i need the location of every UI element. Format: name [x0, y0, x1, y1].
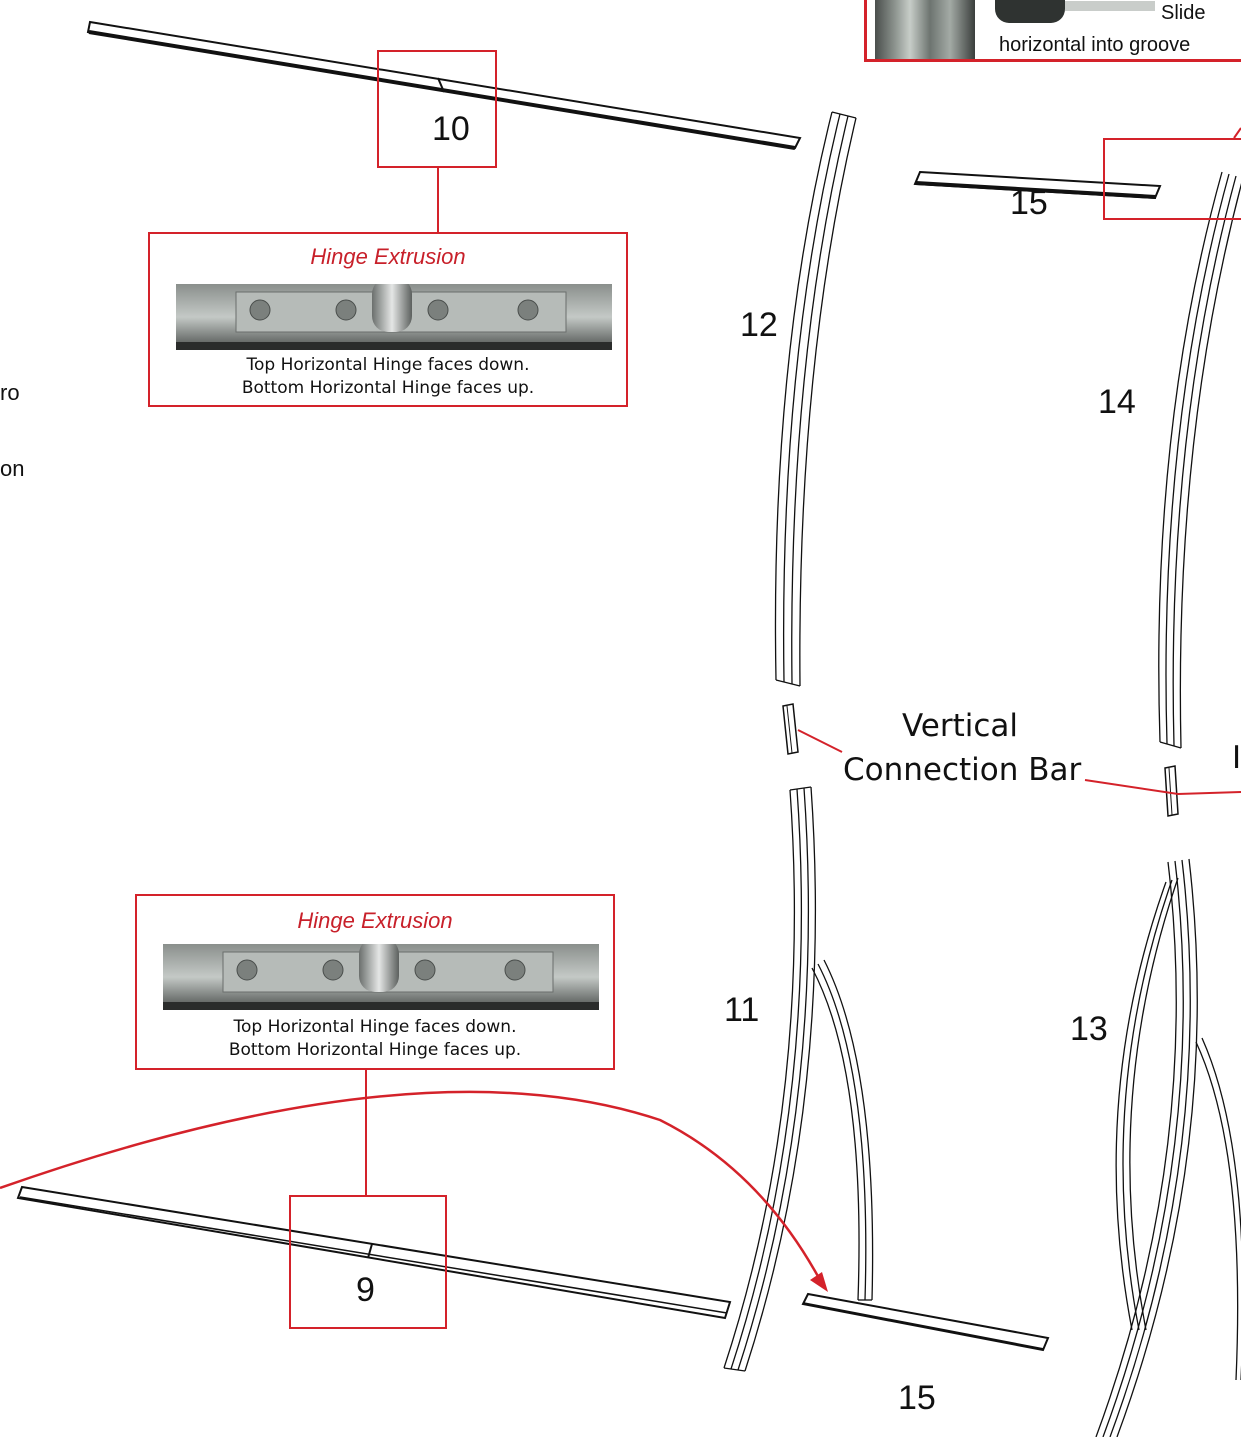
connection-bar-label-line1: Vertical	[902, 708, 1019, 744]
slide-callout-line1: Slide	[1161, 2, 1206, 24]
hinge-callout-square-bottom	[289, 1195, 447, 1329]
short-bar-bottom	[801, 1292, 1050, 1352]
hinge-title-top: Hinge Extrusion	[310, 244, 466, 269]
short-bar-top	[913, 170, 1162, 200]
hinge-photo-top	[176, 284, 612, 350]
part-number-13: 13	[1070, 1010, 1108, 1048]
hinge-photo-bottom	[163, 944, 599, 1010]
curved-bar-12	[774, 111, 857, 687]
left-edge-fragment-2: on	[0, 456, 25, 481]
red-arrow-top-right	[1233, 127, 1241, 139]
connection-bar-right	[1164, 765, 1179, 817]
hinge-caption-top-line2: Bottom Horizontal Hinge faces up.	[241, 378, 535, 398]
part-number-14: 14	[1098, 383, 1136, 421]
curved-bar-14	[1158, 171, 1241, 749]
hinge-leader-lines	[365, 168, 439, 1195]
connection-bar-label-line2: Connection Bar	[843, 752, 1082, 788]
part-number-9: 9	[356, 1271, 375, 1309]
hinge-title-bottom: Hinge Extrusion	[297, 908, 453, 933]
horizontal-bar-top	[86, 20, 802, 150]
slide-callout-box: Slide horizontal into groove	[864, 0, 1241, 62]
hinge-extrusion-panel-top: Hinge Extrusion Top Horizontal Hinge fac…	[148, 232, 628, 407]
groove-callout-square	[1103, 138, 1241, 220]
part-number-10: 10	[432, 110, 470, 148]
connection-leader-lines	[797, 729, 1241, 796]
part-number-11: 11	[724, 991, 760, 1029]
red-arc-arrow	[0, 1090, 828, 1292]
hinge-caption-top-line1: Top Horizontal Hinge faces down.	[246, 355, 530, 375]
part-number-15-bottom: 15	[898, 1379, 936, 1417]
curved-bar-13	[1095, 858, 1241, 1437]
left-edge-fragment-1: ro	[0, 380, 20, 405]
connection-bar-left	[782, 703, 799, 755]
horizontal-bar-bottom	[16, 1185, 732, 1320]
hinge-extrusion-panel-bottom: Hinge Extrusion Top Horizontal Hinge fac…	[135, 894, 615, 1070]
right-edge-fragment: I	[1232, 740, 1241, 776]
hinge-caption-bottom-line1: Top Horizontal Hinge faces down.	[233, 1017, 517, 1037]
hinge-caption-bottom-line2: Bottom Horizontal Hinge faces up.	[228, 1040, 522, 1060]
hinge-callout-square-top	[377, 50, 497, 168]
slide-callout-line2: horizontal into groove	[999, 34, 1191, 56]
part-number-12: 12	[740, 306, 778, 344]
groove-photo-dark	[995, 0, 1065, 23]
curved-bar-11	[723, 786, 874, 1372]
groove-photo	[875, 0, 975, 59]
groove-arrow	[1065, 1, 1155, 11]
part-number-15-top: 15	[1010, 184, 1048, 222]
